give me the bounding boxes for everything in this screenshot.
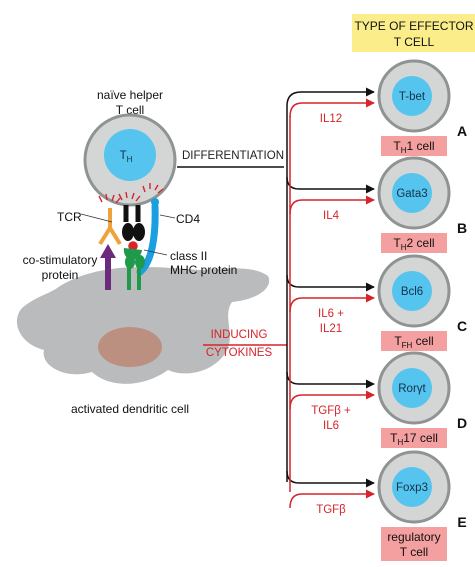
- differentiation-label: DIFFERENTIATION: [182, 150, 284, 162]
- effector-label-box: [381, 331, 447, 351]
- cytokine-label-line2: IL6: [323, 420, 339, 432]
- cytokine-arrow: [289, 98, 375, 118]
- dendritic-cell-label: activated dendritic cell: [71, 402, 189, 416]
- differentiation-arrow: [286, 274, 375, 292]
- cytokine-label: IL4: [323, 210, 340, 222]
- row-letter: C: [457, 318, 467, 334]
- cell-nucleus: [392, 76, 432, 116]
- nucleus-label: T-bet: [399, 91, 426, 103]
- svg-text:TYPE OF EFFECTOR: TYPE OF EFFECTOR: [354, 19, 473, 33]
- effector-label-box: [381, 233, 447, 253]
- effector-label: TFH cell: [394, 334, 433, 350]
- costim-label-line1: co-stimulatory: [23, 253, 98, 267]
- row-letter: B: [457, 220, 467, 236]
- nucleus-label: Rorγt: [398, 383, 426, 395]
- differentiation-arrow: [286, 371, 375, 389]
- effector-type-header: TYPE OF EFFECTOR T CELL: [352, 14, 475, 52]
- tcr-mhc-complex: TCR CD4 class II MHC protein co-stimulat…: [23, 183, 237, 290]
- activated-dendritic-cell: activated dendritic cell: [16, 266, 270, 416]
- cell-nucleus: [392, 368, 432, 408]
- cytokine-label: TGFβ +: [311, 405, 351, 417]
- tcr-label: TCR: [57, 210, 82, 224]
- nucleus-label: Gata3: [396, 188, 427, 200]
- row-letter: A: [457, 123, 467, 139]
- dendritic-nucleus: [98, 327, 162, 367]
- costim-label-line2: protein: [42, 268, 79, 282]
- differentiation-arrow: [286, 470, 375, 488]
- cytokine-label: TGFβ: [316, 504, 346, 516]
- cytokine-arrow: [289, 390, 375, 410]
- naive-cell-label-line1: naïve helper: [97, 88, 163, 102]
- cytokines-label: CYTOKINES: [206, 347, 273, 359]
- nucleus-label: Bcl6: [401, 286, 423, 298]
- cytokine-arrow: [289, 293, 375, 313]
- activation-sparks: [98, 183, 164, 204]
- cytokine-label-line2: IL21: [320, 323, 342, 335]
- naive-cell-nucleus: [104, 129, 156, 181]
- costimulatory-arrow-head: [100, 244, 116, 258]
- effector-label: TH1 cell: [393, 139, 434, 155]
- naive-cell-label-line2: T cell: [116, 103, 144, 117]
- cell-nucleus: [392, 271, 432, 311]
- effector-label-box: [381, 527, 447, 561]
- effector-label-box: [381, 428, 447, 448]
- cell-nucleus: [392, 173, 432, 213]
- effector-label: TH2 cell: [393, 236, 434, 252]
- differentiation-arrow: [286, 176, 375, 194]
- mhc-label-line2: MHC protein: [170, 263, 237, 277]
- cell-nucleus: [392, 467, 432, 507]
- effector-label: TH17 cell: [390, 431, 438, 447]
- row-letter: E: [457, 514, 466, 530]
- naive-cell-nucleus-label: TH: [120, 150, 133, 164]
- row-letter: D: [457, 415, 467, 431]
- cytokine-arrow: [289, 489, 375, 509]
- cytokine-arrow: [289, 195, 375, 215]
- effector-label-line2: T cell: [400, 545, 428, 559]
- mhc-label-line1: class II: [170, 249, 207, 263]
- effector-label-box: [381, 136, 447, 156]
- nucleus-label: Foxp3: [396, 482, 428, 494]
- cytokine-label: IL6 +: [318, 308, 344, 320]
- effector-label: regulatory: [387, 530, 440, 544]
- differentiation-arrow: [286, 87, 375, 107]
- naive-helper-t-cell: naïve helper T cell TH: [83, 88, 177, 207]
- cd4-label: CD4: [176, 212, 200, 226]
- cytokine-label: IL12: [320, 113, 342, 125]
- svg-text:T CELL: T CELL: [394, 35, 435, 49]
- inducing-label: INDUCING: [211, 329, 268, 341]
